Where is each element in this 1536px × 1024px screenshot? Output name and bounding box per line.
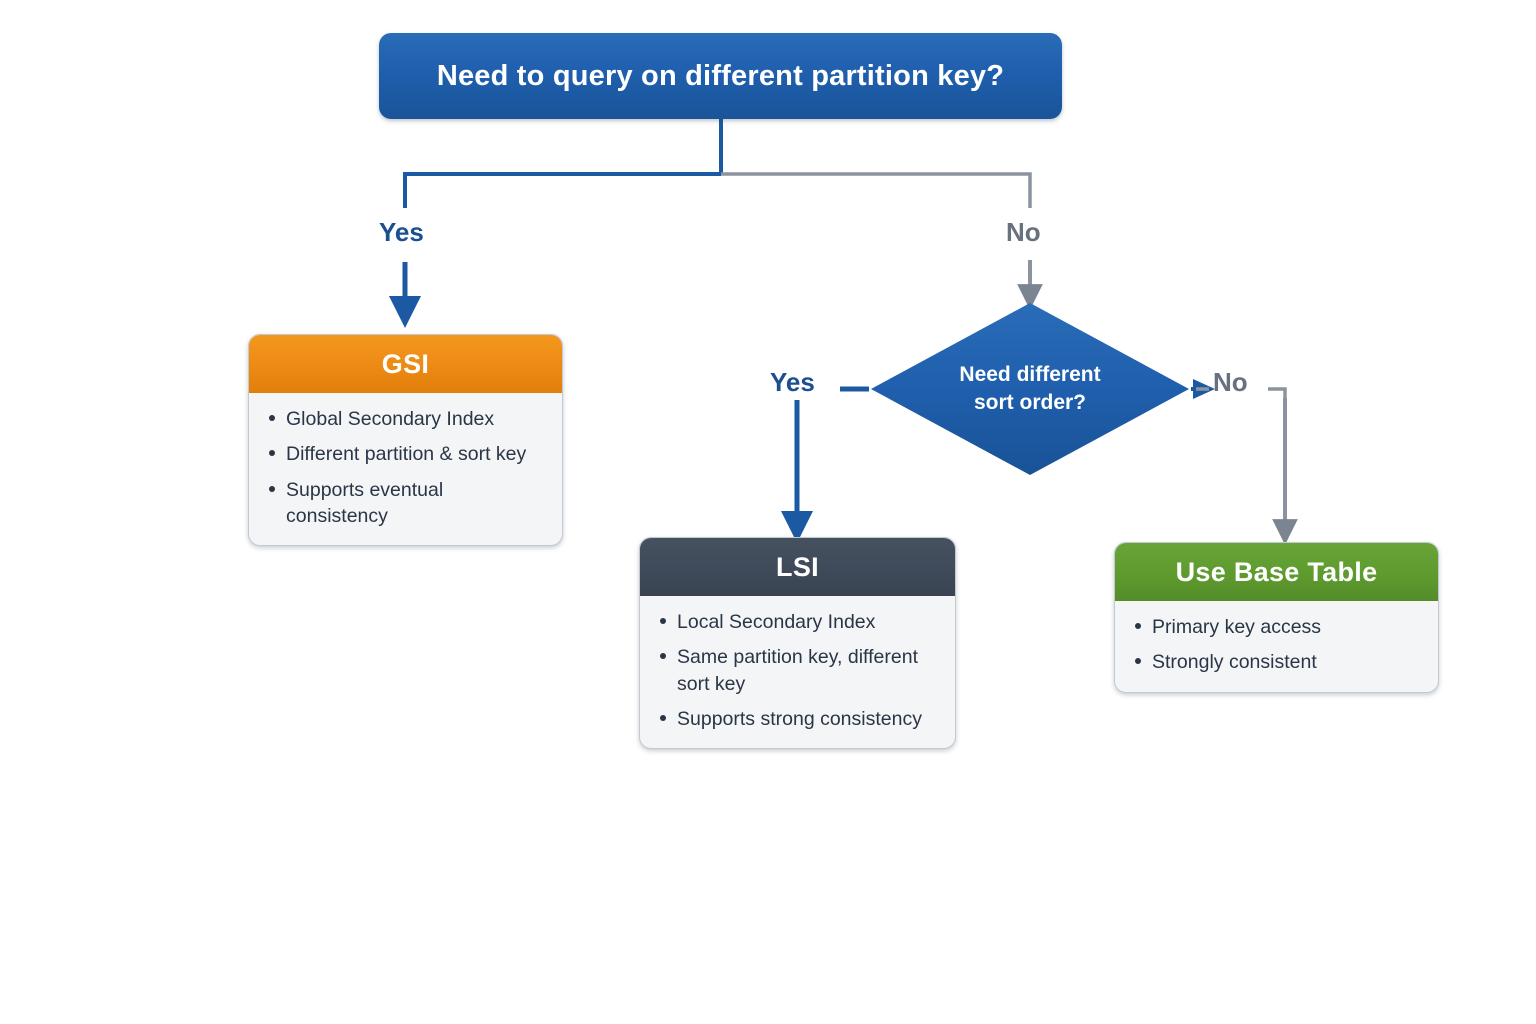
list-item: Supports eventual consistency [261,477,548,530]
outcome-card-lsi[interactable]: LSI Local Secondary Index Same partition… [639,537,956,750]
list-item: Local Secondary Index [652,609,941,635]
card-body-lsi: Local Secondary Index Same partition key… [640,596,955,748]
card-title-lsi: LSI [776,551,819,582]
edge-no-1-line [721,172,1032,208]
card-header-base-table: Use Base Table [1115,543,1438,601]
root-decision-box[interactable]: Need to query on different partition key… [379,33,1062,119]
card-title-gsi: GSI [381,348,430,379]
list-item: Primary key access [1127,614,1424,640]
list-item: Strongly consistent [1127,649,1424,675]
outcome-card-base-table[interactable]: Use Base Table Primary key access Strong… [1114,542,1439,693]
bullet-list-lsi: Local Secondary Index Same partition key… [652,609,941,732]
card-header-gsi: GSI [249,335,562,393]
card-header-lsi: LSI [640,538,955,596]
bullet-list-gsi: Global Secondary Index Different partiti… [261,406,548,529]
list-item: Supports strong consistency [652,706,941,732]
sort-order-decision-node[interactable]: Need different sort order? [871,303,1189,475]
edge-label-no-2: No [1213,367,1248,397]
card-title-base-table: Use Base Table [1175,556,1378,587]
list-item: Global Secondary Index [261,406,548,432]
edge-no-2-line [1268,387,1287,400]
edge-label-yes-2: Yes [770,367,815,397]
sort-order-decision-label: Need different sort order? [959,363,1101,414]
bullet-list-base-table: Primary key access Strongly consistent [1127,614,1424,676]
list-item: Same partition key, different sort key [652,644,941,697]
outcome-card-gsi[interactable]: GSI Global Secondary Index Different par… [248,334,563,547]
edge-label-no-1: No [1006,217,1041,247]
root-decision-label: Need to query on different partition key… [436,59,1005,92]
card-body-base-table: Primary key access Strongly consistent [1115,601,1438,692]
edge-label-yes-1: Yes [379,217,424,247]
list-item: Different partition & sort key [261,441,548,467]
edge-yes-1-line [403,172,721,208]
card-body-gsi: Global Secondary Index Different partiti… [249,393,562,545]
